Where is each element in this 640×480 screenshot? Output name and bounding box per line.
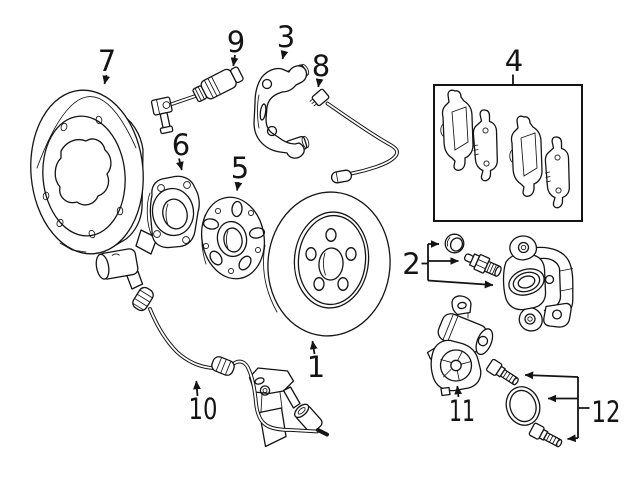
- callout-12-label: 12: [592, 395, 621, 429]
- part-1-brake-rotor: [263, 191, 391, 337]
- callout-5-label: 5: [231, 151, 249, 185]
- callout-3-label: 3: [277, 20, 295, 54]
- mount-bolt-upper: [486, 358, 519, 386]
- callouts: 1 2 3 4 5 6 7 8: [98, 20, 621, 443]
- part-10-abs-sensor: [95, 248, 329, 448]
- callout-10: 10: [189, 380, 218, 426]
- brake-pad-2: [472, 109, 498, 182]
- callout-9-label: 9: [227, 25, 245, 59]
- part-2-caliper-group: [444, 233, 574, 332]
- callout-3: 3: [277, 20, 295, 60]
- bleeder-screw: [463, 253, 502, 277]
- shield-holes: [42, 115, 124, 239]
- part-8-brake-hose: [309, 88, 399, 184]
- callout-2-label: 2: [402, 247, 420, 281]
- part-9-wear-sensor: [150, 66, 244, 135]
- callout-2: 2: [402, 240, 494, 289]
- part-3-caliper-bracket: [253, 63, 310, 159]
- mount-bolt-lower: [528, 422, 563, 448]
- part-11-parking-brake-actuator: [426, 295, 494, 397]
- callout-7-label: 7: [98, 44, 116, 78]
- callout-10-label: 10: [189, 392, 218, 426]
- callout-4: 4: [505, 44, 523, 85]
- brake-pad-4: [544, 136, 570, 209]
- part-6-wheel-bearing: [146, 175, 200, 249]
- cable-coil-1: [132, 286, 154, 312]
- part-7-splash-shield: [30, 89, 158, 255]
- dust-cap: [444, 233, 465, 254]
- callout-8-label: 8: [312, 49, 330, 83]
- part-5-hub-flange: [201, 196, 266, 280]
- callout-8: 8: [312, 49, 330, 88]
- callout-5: 5: [231, 151, 249, 191]
- callout-11-label: 11: [449, 394, 475, 428]
- callout-1-label: 1: [307, 350, 325, 384]
- rotor-lug-holes: [305, 228, 357, 291]
- cable-coil-2: [211, 356, 235, 376]
- part-4-brake-pad-set: [433, 84, 583, 222]
- callout-6: 6: [172, 128, 190, 171]
- part-12-seal-bolt-kit: [486, 358, 563, 448]
- callout-7: 7: [98, 44, 116, 85]
- callout-12: 12: [524, 371, 621, 443]
- cable-clamp: [294, 403, 323, 433]
- callout-11: 11: [449, 385, 475, 428]
- callout-4-label: 4: [505, 44, 523, 78]
- callout-1: 1: [307, 340, 325, 384]
- callout-6-label: 6: [172, 128, 190, 162]
- callout-9: 9: [227, 25, 245, 67]
- hub-lug-holes: [202, 200, 266, 275]
- sensor-head: [95, 248, 144, 290]
- o-ring-seal: [505, 386, 541, 426]
- brake-caliper: [502, 235, 574, 332]
